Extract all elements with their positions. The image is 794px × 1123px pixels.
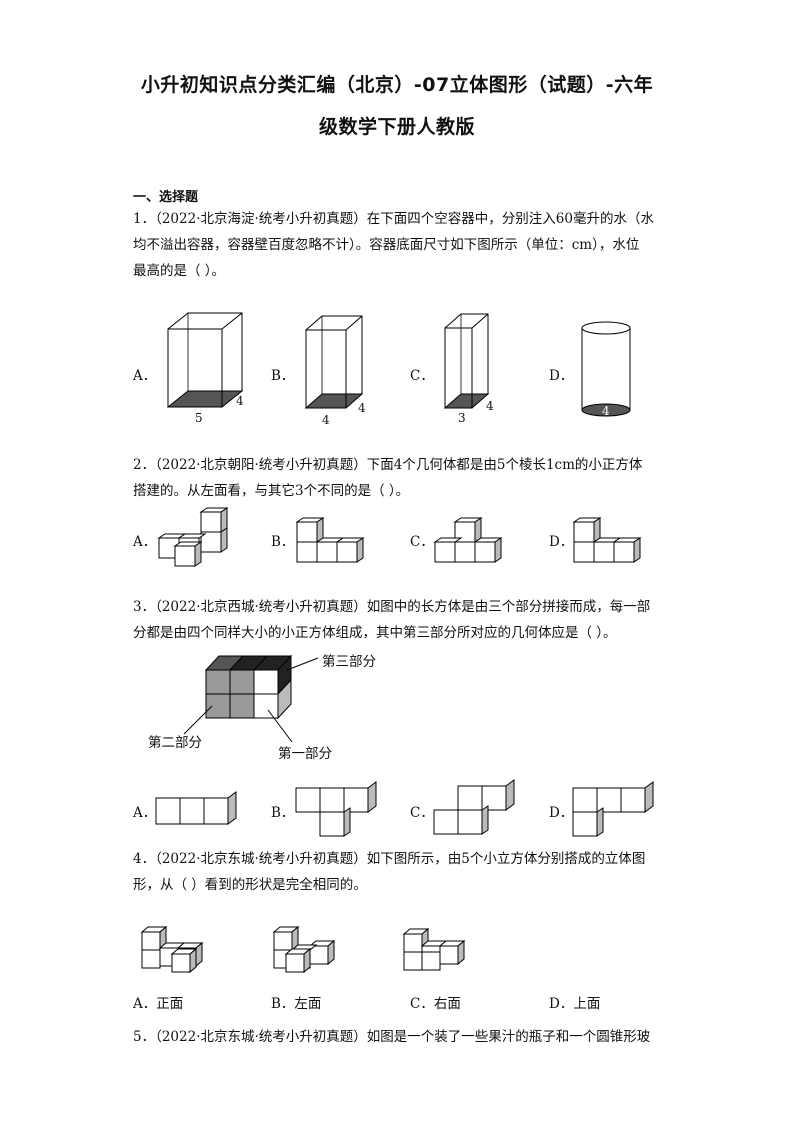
q2-option-c[interactable]: C． — [410, 534, 434, 550]
container-a-figure: 5 4 — [166, 312, 244, 425]
page-title-line1: 小升初知识点分类汇编（北京）-07立体图形（试题）-六年 — [140, 74, 654, 96]
q2-line1: 2．（2022·北京朝阳·统考小升初真题）下面4个几何体都是由5个棱长1cm的小… — [133, 457, 643, 473]
question-4-text: 4．（2022·北京东城·统考小升初真题）如下图所示，由5个小立方体分别搭成的立… — [133, 846, 663, 898]
q2-option-b[interactable]: B． — [271, 534, 295, 550]
q3-option-b[interactable]: B． — [271, 805, 295, 821]
container-c-figure: 3 4 — [443, 313, 494, 425]
dim-c-depth: 4 — [486, 399, 494, 413]
question-5-text: 5．（2022·北京东城·统考小升初真题）如图是一个装了一些果汁的瓶子和一个圆锥… — [133, 1024, 663, 1050]
container-d-figure: 4 — [581, 321, 631, 418]
question-2-text: 2．（2022·北京朝阳·统考小升初真题）下面4个几何体都是由5个棱长1cm的小… — [133, 452, 663, 504]
q3-figure-c — [433, 779, 515, 835]
q3-line2: 分都是由四个同样大小的小正方体组成，其中第三部分所对应的几何体应是（ ）。 — [133, 625, 617, 641]
q1-line2: 均不溢出容器，容器壁百度忽略不计）。容器底面尺寸如下图所示（单位：cm），水位 — [133, 237, 640, 253]
dim-a-depth: 4 — [236, 394, 244, 408]
q1-line1: 1．（2022·北京海淀·统考小升初真题）在下面四个空容器中，分别注入60毫升的… — [133, 211, 654, 227]
q4-option-c[interactable]: C．右面 — [410, 996, 461, 1012]
container-b-figure: 4 4 — [304, 315, 366, 427]
question-1-text: 1．（2022·北京海淀·统考小升初真题）在下面四个空容器中，分别注入60毫升的… — [133, 206, 663, 284]
q3-line1: 3．（2022·北京西城·统考小升初真题）如图中的长方体是由三个部分拼接而成，每… — [133, 599, 651, 615]
q3-label-part1: 第一部分 — [278, 746, 332, 762]
q5-line1: 5．（2022·北京东城·统考小升初真题）如图是一个装了一些果汁的瓶子和一个圆锥… — [133, 1029, 651, 1045]
q2-line2: 搭建的。从左面看，与其它3个不同的是（ ）。 — [133, 483, 410, 499]
section-heading: 一、选择题 — [133, 190, 199, 205]
q1-option-a[interactable]: A． — [133, 368, 157, 384]
q3-figure-a — [155, 791, 237, 825]
q2-figure-c — [433, 517, 503, 563]
q3-option-c[interactable]: C． — [410, 805, 434, 821]
q3-label-part2: 第二部分 — [148, 735, 202, 751]
q4-line1: 4．（2022·北京东城·统考小升初真题）如下图所示，由5个小立方体分别搭成的立… — [133, 851, 646, 867]
q1-option-c[interactable]: C． — [410, 368, 434, 384]
dim-d-diameter: 4 — [602, 404, 610, 418]
q4-line2: 形，从（ ）看到的形状是完全相同的。 — [133, 877, 367, 893]
q2-option-a[interactable]: A． — [133, 534, 157, 550]
q2-figure-a — [157, 507, 229, 567]
dim-a-width: 5 — [195, 411, 203, 425]
q3-cuboid-figure — [183, 654, 319, 743]
q3-figure-d — [572, 781, 654, 837]
dim-c-width: 3 — [458, 411, 466, 425]
page-title-line2: 级数学下册人教版 — [318, 116, 475, 138]
q3-option-d[interactable]: D． — [549, 805, 574, 821]
q3-figure-b — [295, 781, 377, 837]
q1-option-b[interactable]: B． — [271, 368, 295, 384]
q3-option-a[interactable]: A． — [133, 805, 157, 821]
q4-option-d[interactable]: D．上面 — [549, 996, 601, 1012]
q4-figure-2 — [272, 925, 336, 974]
q2-option-d[interactable]: D． — [549, 534, 574, 550]
q4-figure-3 — [402, 927, 466, 971]
q4-figure-1 — [140, 925, 204, 974]
q3-label-part3: 第三部分 — [322, 654, 376, 670]
dim-b-depth: 4 — [358, 401, 366, 415]
question-3-text: 3．（2022·北京西城·统考小升初真题）如图中的长方体是由三个部分拼接而成，每… — [133, 594, 663, 646]
dim-b-width: 4 — [322, 413, 330, 427]
q2-figure-b — [295, 517, 365, 563]
q1-line3: 最高的是（ ）。 — [133, 263, 226, 279]
q2-figure-d — [572, 517, 642, 563]
q1-option-d[interactable]: D． — [549, 368, 574, 384]
q4-option-a[interactable]: A．正面 — [133, 996, 184, 1012]
q4-option-b[interactable]: B．左面 — [271, 996, 322, 1012]
